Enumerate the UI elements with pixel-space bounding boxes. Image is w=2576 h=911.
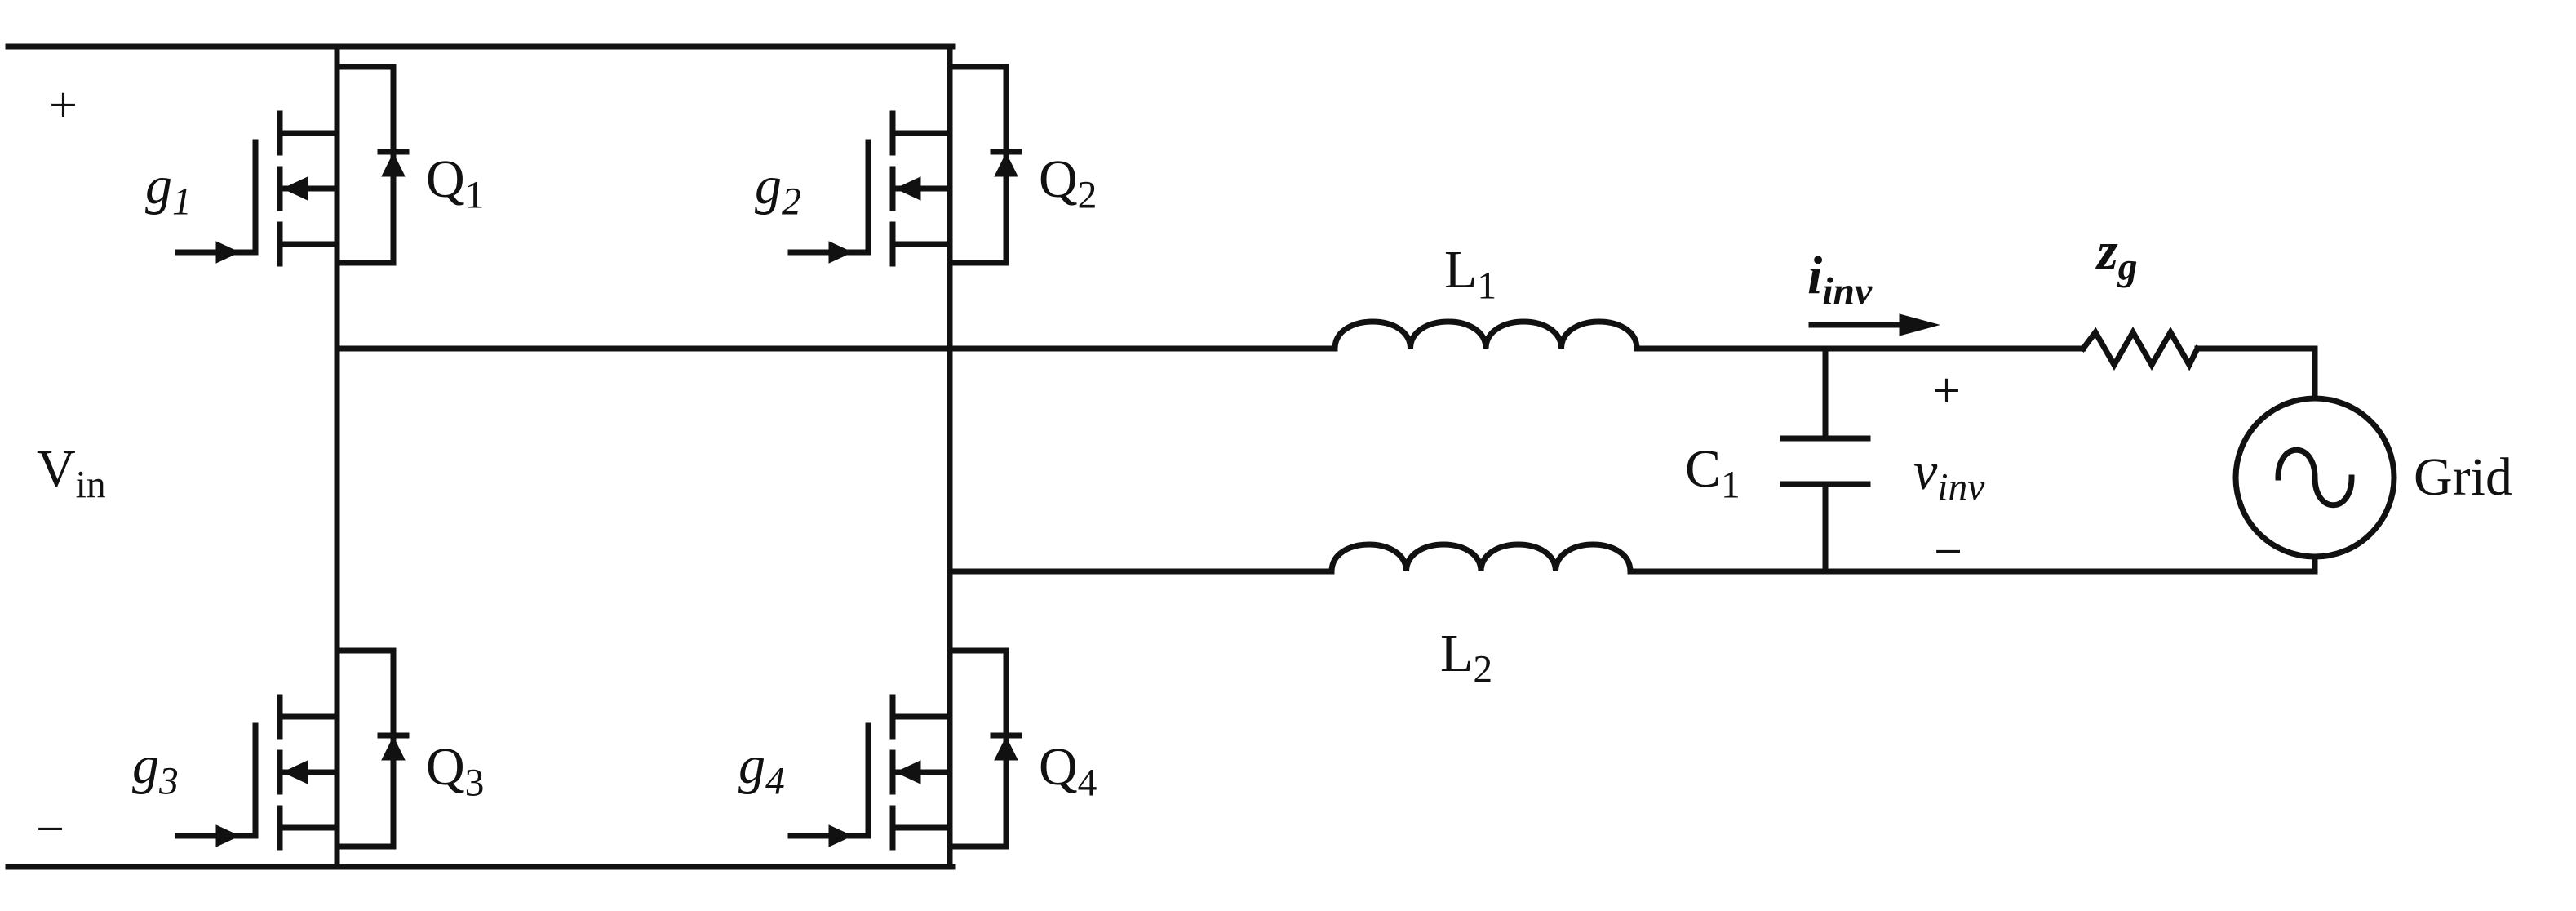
switch-label-q1: Q1 — [426, 153, 484, 216]
inductor-l1-subscript: 1 — [1477, 264, 1497, 308]
vin-symbol: V — [37, 439, 76, 499]
inverter-voltage-label: vinv — [1913, 442, 1984, 508]
switch-q1-symbol: Q — [426, 149, 465, 209]
inductor-l1-coil-icon — [1332, 318, 1640, 352]
gate-g4-symbol: g — [738, 735, 765, 795]
inverter-voltage-subscript: inv — [1937, 466, 1985, 509]
switch-label-q2: Q2 — [1039, 153, 1097, 216]
switch-label-q4: Q4 — [1039, 737, 1097, 803]
switch-q2-symbol: Q — [1039, 149, 1078, 209]
inductor-label-l1: L1 — [1444, 240, 1496, 306]
inductor-l1-symbol: L — [1444, 240, 1478, 300]
mosfet-q1-body-arrow-icon — [282, 176, 308, 201]
dc-minus-sign: − — [36, 802, 64, 857]
gate-label-g2: g2 — [755, 156, 801, 222]
grid-impedance-label: zg — [2097, 221, 2137, 287]
mosfet-q2-body-arrow-icon — [894, 176, 921, 201]
grid-impedance-resistor-icon — [2079, 326, 2201, 371]
mosfet-q1-gate-arrow-icon — [215, 241, 241, 264]
mosfet-q4-diode-icon — [994, 735, 1018, 761]
inductor-l2-symbol: L — [1440, 624, 1474, 683]
gate-g1-subscript: 1 — [172, 180, 192, 224]
switch-q3-subscript: 3 — [464, 762, 485, 805]
mosfet-q4-body-arrow-icon — [894, 760, 921, 784]
inverter-current-symbol: i — [1807, 246, 1823, 305]
vin-subscript: in — [75, 464, 106, 507]
gate-g4-subscript: 4 — [765, 760, 785, 803]
mosfet-q1-diode-icon — [381, 152, 406, 177]
inverter-current-label: iinv — [1807, 246, 1872, 312]
inverter-current-subscript: inv — [1822, 270, 1873, 313]
mosfet-q3-diode-icon — [381, 735, 406, 761]
mosfet-q2-diode-icon — [994, 152, 1018, 177]
gate-g3-subscript: 3 — [159, 760, 179, 803]
gate-g2-subscript: 2 — [782, 180, 801, 224]
switch-q3-symbol: Q — [426, 737, 465, 797]
grid-impedance-symbol: z — [2097, 221, 2118, 281]
switch-q4-symbol: Q — [1039, 737, 1078, 797]
vinv-plus-sign: + — [1932, 363, 1961, 419]
grid-sine-icon — [2275, 447, 2355, 509]
inverter-voltage-symbol: v — [1913, 442, 1938, 501]
switch-q1-subscript: 1 — [464, 174, 485, 217]
inductor-l2-coil-icon — [1328, 541, 1634, 575]
inductor-l2-subscript: 2 — [1473, 648, 1493, 691]
gate-g1-symbol: g — [145, 156, 172, 216]
inverter-current-arrow-icon — [1899, 313, 1940, 336]
gate-label-g4: g4 — [738, 739, 785, 802]
mosfet-q2-gate-arrow-icon — [828, 241, 853, 264]
vin-label: Vin — [37, 439, 106, 505]
inductor-label-l2: L2 — [1440, 624, 1492, 690]
mosfet-q3-body-arrow-icon — [282, 760, 308, 784]
switch-label-q3: Q3 — [426, 737, 484, 803]
dc-plus-sign: + — [49, 78, 78, 133]
switch-q2-subscript: 2 — [1077, 174, 1097, 217]
mosfet-q3-gate-arrow-icon — [215, 824, 241, 847]
switch-q4-subscript: 4 — [1077, 762, 1097, 805]
gate-g3-symbol: g — [132, 735, 159, 795]
capacitor-label-c1: C1 — [1685, 439, 1740, 505]
vinv-minus-sign: − — [1934, 524, 1962, 580]
gate-label-g3: g3 — [132, 739, 179, 802]
capacitor-c1-subscript: 1 — [1721, 464, 1740, 507]
grid-label: Grid — [2414, 447, 2512, 507]
grid-impedance-subscript: g — [2117, 246, 2138, 289]
capacitor-c1-symbol: C — [1685, 439, 1722, 499]
mosfet-q4-gate-arrow-icon — [828, 824, 853, 847]
gate-label-g1: g1 — [145, 156, 192, 222]
gate-g2-symbol: g — [755, 156, 782, 216]
